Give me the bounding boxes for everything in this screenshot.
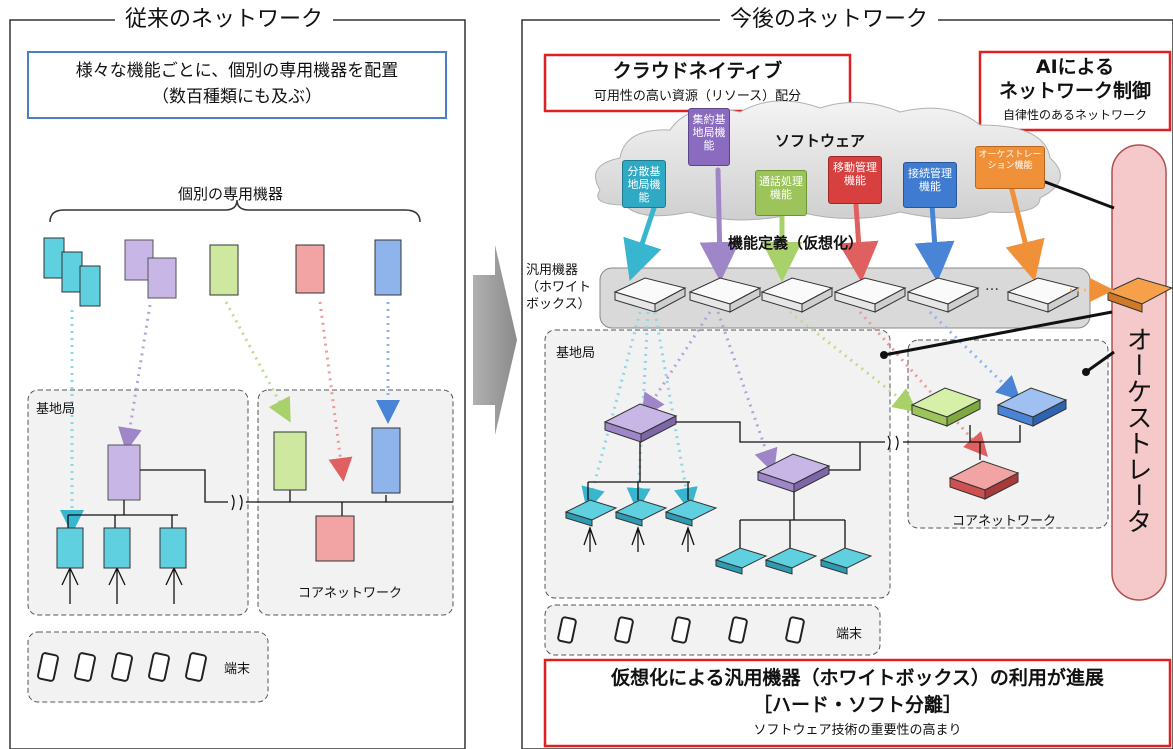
deployment-arrows (581, 278, 1114, 512)
transition-arrow (473, 245, 517, 435)
function-tile-distributed-bs: 分散基地局機能 (622, 160, 666, 208)
left-network-lines (61, 469, 453, 604)
right-phones (557, 616, 805, 644)
ai-line2: ネットワーク制御 (998, 80, 1151, 102)
left-base-station-terminals (56, 527, 187, 569)
bottom-line1: 仮想化による汎用機器（ホワイトボックス）の利用が進展 (611, 667, 1104, 689)
left-terminal-label: 端末 (224, 662, 251, 677)
devices-label: 個別の専用機器 (178, 185, 284, 203)
function-tile-call-processing: 通話処理機能 (755, 170, 807, 216)
right-title: 今後のネットワーク (720, 6, 939, 34)
left-red-server (295, 244, 325, 294)
bottom-sub: ソフトウェア技術の重要性の高まり (753, 723, 962, 738)
ai-control-frame (978, 50, 1172, 132)
devices-bracket (49, 199, 421, 223)
right-core-label: コアネットワーク (952, 514, 1057, 529)
function-tile-connection-mgmt: 接続管理機能 (903, 162, 957, 208)
software-label: ソフトウェア (775, 132, 866, 150)
left-core-red-device (315, 515, 355, 562)
right-terminal-area (544, 604, 881, 656)
general-equipment-label: 汎用機器（ホワイトボックス） (526, 263, 592, 312)
left-green-server (209, 244, 239, 296)
function-arrows (623, 167, 1045, 282)
right-cyan-devices (564, 499, 873, 575)
left-purple-servers (124, 239, 177, 299)
left-blue-server (374, 239, 402, 296)
left-panel-frame (9, 19, 466, 749)
bottom-summary-frame (543, 658, 1172, 748)
right-core-devices (910, 387, 1068, 500)
function-tile-aggregated-bs: 集約基地局機能 (688, 108, 730, 166)
left-core-blue-device (371, 427, 401, 494)
ai-line1: AIによる (1035, 56, 1115, 78)
cloud-native-sub: 可用性の高い資源（リソース）配分 (593, 89, 802, 104)
orchestrator-bar (1111, 144, 1167, 601)
left-arrow-purple (118, 304, 152, 452)
right-network-lines (583, 421, 1021, 552)
function-tile-orchestration: オーケストレーション機能 (975, 146, 1045, 189)
right-terminal-label: 端末 (836, 627, 863, 642)
left-title: 従来のネットワーク (115, 6, 334, 34)
virtualization-label: 機能定義（仮想化） (728, 234, 864, 252)
right-base-station-label: 基地局 (556, 346, 596, 361)
left-base-station-device (107, 444, 141, 501)
bottom-line2: ［ハード・ソフト分離］ (752, 694, 962, 716)
left-core-label: コアネットワーク (298, 586, 403, 601)
left-terminal-area (27, 631, 269, 703)
left-cyan-servers (43, 237, 101, 307)
left-base-station-label: 基地局 (36, 402, 76, 417)
left-phones (37, 652, 207, 682)
left-note-line1: 様々な機能ごとに、個別の専用機器を配置 (75, 61, 399, 81)
left-core-green-device (273, 431, 307, 491)
left-arrow-red (318, 301, 353, 482)
left-note-frame (27, 51, 447, 119)
cloud-native-title: クラウドネイティブ (612, 60, 783, 82)
right-purple-device-2 (756, 453, 831, 493)
right-base-station-area (544, 329, 891, 599)
cloud-native-frame (543, 53, 852, 113)
ai-sub: 自律性のあるネットワーク (1002, 108, 1147, 122)
function-tile-mobility-mgmt: 移動管理機能 (828, 156, 882, 204)
orchestrator-label: オーケストレータ (1122, 326, 1152, 534)
right-core-area (907, 339, 1109, 529)
right-purple-device-1 (603, 403, 678, 443)
left-note-line2: （数百種類にも及ぶ） (152, 87, 322, 107)
band-ellipsis: … (985, 278, 999, 294)
orchestrator-control-lines (883, 178, 1115, 374)
